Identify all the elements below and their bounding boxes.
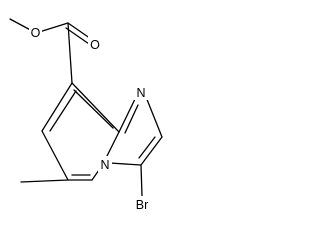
bond-carbonyl-double-2	[65, 27, 93, 47]
bond-c3-n4	[109, 162, 142, 166]
atom-label-n-bridgehead: N	[100, 158, 109, 172]
bond-c5-n4	[91, 169, 100, 181]
bond-c8a-n1-inner	[124, 104, 139, 134]
bond-c8a-n1	[118, 96, 137, 133]
atom-label-o-ether: O	[31, 26, 41, 40]
atom-label-bromine: Br	[136, 198, 149, 212]
bond-c8a-c8	[71, 82, 120, 133]
bond-ester-ring	[67, 22, 73, 84]
bond-c2-c3-inner	[138, 136, 156, 159]
atom-label-o-carbonyl: O	[90, 38, 100, 52]
bond-c8-c7-inner	[49, 90, 77, 132]
atom-label-n-imidazole: N	[136, 86, 145, 100]
bond-c7-c6	[41, 130, 69, 181]
bond-n1-c2	[145, 96, 163, 138]
bond-c8a-c8-inner	[73, 89, 114, 129]
chemical-structure: O O N N Br	[9, 18, 163, 213]
bond-c2-c3	[140, 136, 163, 166]
bond-n4-c8a	[105, 131, 120, 159]
bond-c3-br	[140, 164, 143, 197]
bond-c8-c7	[41, 82, 73, 132]
bond-ring-methyl	[20, 179, 69, 183]
